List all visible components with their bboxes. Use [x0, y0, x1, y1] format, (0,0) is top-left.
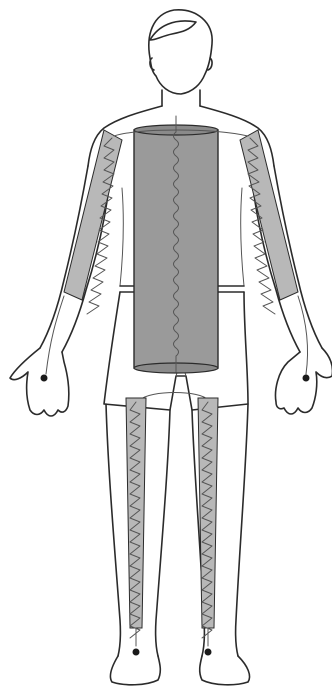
trunk-segment: [134, 125, 218, 373]
right-foot: [110, 656, 160, 685]
left-arm-segment: [240, 130, 298, 300]
right-hand: [10, 348, 69, 416]
left-foot-electrode: [205, 649, 212, 656]
right-arm-segment: [64, 130, 122, 300]
neck: [162, 90, 200, 106]
left-hand: [276, 348, 332, 414]
head: [149, 10, 212, 94]
left-foot: [200, 656, 250, 685]
right-hand-electrode: [41, 375, 48, 382]
left-hand-electrode: [303, 375, 310, 382]
right-arm-wire: [46, 296, 64, 374]
right-foot-electrode: [133, 649, 140, 656]
